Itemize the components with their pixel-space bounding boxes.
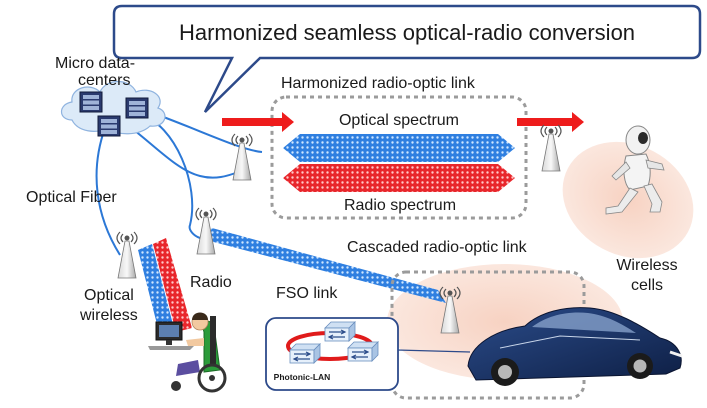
headline-callout-box xyxy=(112,4,702,113)
harmonized-link-box xyxy=(270,95,528,220)
radio-beam xyxy=(153,238,192,332)
radio-spectrum-label: Radio spectrum xyxy=(344,197,456,214)
fso-beam xyxy=(206,228,446,303)
photonic-lan-panel: Photonic-LAN xyxy=(265,317,471,391)
micro-datacenters-label-line2: centers xyxy=(78,72,130,89)
optical-spectrum-band xyxy=(283,134,515,162)
optical-fiber-lines xyxy=(95,111,263,256)
micro-datacenters-label-line1: Micro data- xyxy=(55,55,135,72)
wireless-cells-label-line2: cells xyxy=(631,277,663,294)
radio-label: Radio xyxy=(190,274,232,291)
harmonized-link-label: Harmonized radio-optic link xyxy=(281,75,476,92)
antenna-harmonized-right xyxy=(540,124,562,172)
micro-datacenter-cloud xyxy=(60,80,166,137)
fso-link-label: FSO link xyxy=(276,285,338,302)
optical-wireless-label-line1: Optical xyxy=(84,287,134,304)
link-arrows xyxy=(222,112,584,132)
cascaded-link-label: Cascaded radio-optic link xyxy=(347,239,528,256)
optical-fiber-label: Optical Fiber xyxy=(26,189,117,206)
radio-spectrum-band xyxy=(283,164,515,192)
wireless-cells-label-line1: Wireless xyxy=(616,257,677,274)
optical-wireless-beam xyxy=(138,244,175,336)
car-illustration xyxy=(467,307,683,386)
optical-spectrum-label: Optical spectrum xyxy=(339,112,459,129)
photonic-lan-label: Photonic-LAN xyxy=(274,372,331,382)
headline: Harmonized seamless optical-radio conver… xyxy=(179,20,635,45)
antenna-harmonized-left xyxy=(231,133,253,181)
optical-wireless-label-line2: wireless xyxy=(79,307,138,324)
robot-illustration xyxy=(605,125,665,215)
wheelchair-user-illustration xyxy=(148,312,227,393)
